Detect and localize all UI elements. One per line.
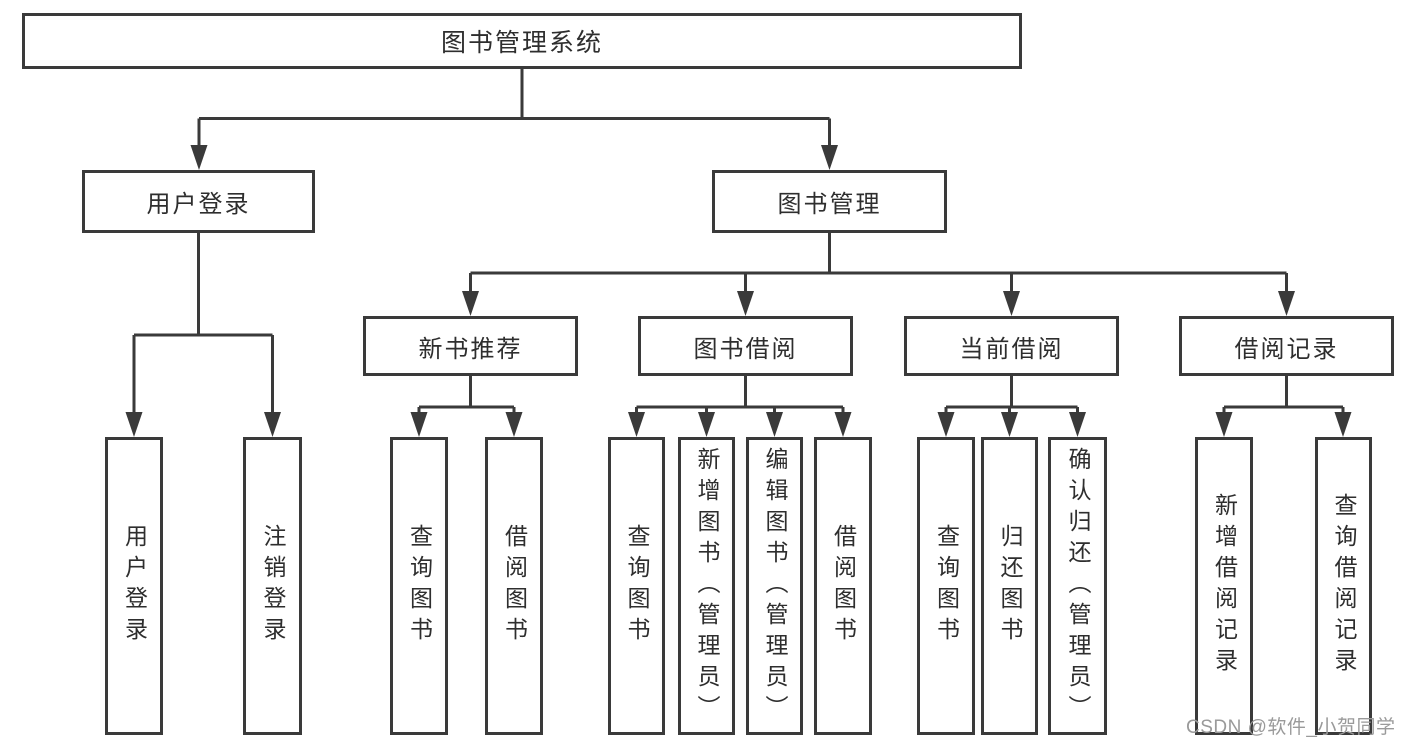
arrow-down-icon xyxy=(462,291,479,316)
node-borrowing-records: 借阅记录 xyxy=(1179,316,1394,376)
node-label: 新书推荐 xyxy=(418,335,523,363)
node-current-borrowing: 当前借阅 xyxy=(904,316,1119,376)
leaf-user-login: 用户登录 xyxy=(105,437,163,735)
arrowhead-icons xyxy=(125,145,1352,437)
arrow-down-icon xyxy=(737,291,754,316)
leaf-edit-books-admin: 编辑图书（管理员） xyxy=(746,437,803,735)
node-label: 当前借阅 xyxy=(959,335,1064,363)
node-label: 确认归还（管理员） xyxy=(1065,446,1091,726)
arrow-down-icon xyxy=(410,412,428,437)
node-label: 用户登录 xyxy=(146,191,251,218)
node-label: 借阅图书 xyxy=(830,524,857,648)
leaf-query-books-current: 查询图书 xyxy=(917,437,975,735)
arrow-down-icon xyxy=(125,412,143,437)
node-label: 图书管理 xyxy=(777,191,882,218)
leaf-borrow-books: 借阅图书 xyxy=(814,437,872,735)
node-label: 借阅记录 xyxy=(1234,335,1339,363)
node-label: 查询图书 xyxy=(406,524,433,648)
arrow-down-icon xyxy=(1001,412,1018,437)
node-label: 查询图书 xyxy=(624,524,650,648)
node-label: 归还图书 xyxy=(997,524,1023,648)
node-label: 注销登录 xyxy=(260,524,286,648)
arrow-down-icon xyxy=(834,412,852,437)
leaf-query-books-borrowing: 查询图书 xyxy=(608,437,665,735)
arrow-down-icon xyxy=(190,145,208,170)
arrow-down-icon xyxy=(821,145,838,170)
arrow-down-icon xyxy=(1278,291,1295,316)
leaf-query-borrow-record: 查询借阅记录 xyxy=(1315,437,1372,735)
node-label: 查询图书 xyxy=(933,524,960,648)
node-new-book-recommend: 新书推荐 xyxy=(363,316,578,376)
arrow-down-icon xyxy=(628,412,645,437)
node-label: 新增借阅记录 xyxy=(1211,493,1238,679)
node-label: 图书借阅 xyxy=(693,335,798,363)
arrow-down-icon xyxy=(766,412,783,437)
arrow-down-icon xyxy=(1334,412,1352,437)
csdn-watermark: CSDN @软件_小贺同学 xyxy=(1186,717,1396,738)
node-book-borrowing: 图书借阅 xyxy=(638,316,853,376)
leaf-logout: 注销登录 xyxy=(243,437,302,735)
node-label: 查询借阅记录 xyxy=(1331,493,1357,679)
leaf-confirm-return-admin: 确认归还（管理员） xyxy=(1048,437,1107,735)
node-book-management: 图书管理 xyxy=(712,170,947,233)
leaf-borrow-books-recommend: 借阅图书 xyxy=(485,437,543,735)
leaf-return-books: 归还图书 xyxy=(981,437,1038,735)
arrow-down-icon xyxy=(1215,412,1233,437)
node-label: 编辑图书（管理员） xyxy=(762,446,788,726)
leaf-add-borrow-record: 新增借阅记录 xyxy=(1195,437,1253,735)
node-label: 图书管理系统 xyxy=(440,29,603,57)
arrow-down-icon xyxy=(1003,291,1020,316)
node-label: 新增图书（管理员） xyxy=(694,446,720,726)
leaf-query-books-recommend: 查询图书 xyxy=(390,437,448,735)
node-label: 用户登录 xyxy=(121,524,148,648)
node-user-login: 用户登录 xyxy=(82,170,315,233)
arrow-down-icon xyxy=(937,412,955,437)
node-label: 借阅图书 xyxy=(501,524,528,648)
arrow-down-icon xyxy=(698,412,715,437)
arrow-down-icon xyxy=(505,412,523,437)
leaf-add-books-admin: 新增图书（管理员） xyxy=(678,437,735,735)
arrow-down-icon xyxy=(1069,412,1086,437)
arrow-down-icon xyxy=(264,412,281,437)
node-library-management-system: 图书管理系统 xyxy=(22,13,1022,69)
